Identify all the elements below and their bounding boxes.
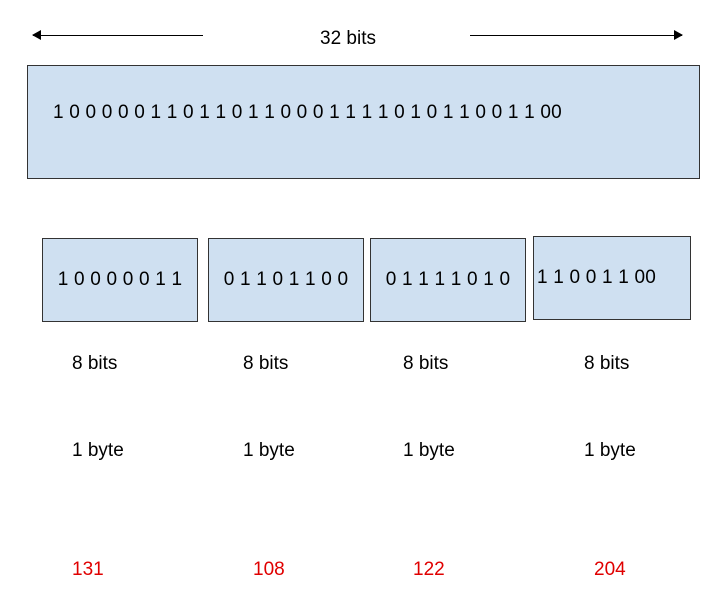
byte-2-decimal-value: 108 <box>253 559 285 580</box>
byte-box-4: 1 1 0 0 1 1 00 <box>533 236 691 320</box>
byte-box-2: 0 1 1 0 1 1 0 0 <box>208 238 364 322</box>
byte-bits-4: 1 1 0 0 1 1 00 <box>537 267 657 288</box>
byte-3-size-label: 1 byte <box>403 440 455 461</box>
word-width-label: 32 bits <box>320 28 376 49</box>
arrow-left-icon <box>32 30 41 40</box>
byte-bits-1: 1 0 0 0 0 0 1 1 <box>57 269 183 290</box>
byte-bits-2: 0 1 1 0 1 1 0 0 <box>223 269 349 290</box>
word-bits: 1 0 0 0 0 0 1 1 0 1 1 0 1 1 0 0 0 1 1 1 … <box>53 102 562 123</box>
byte-3-decimal-value: 122 <box>413 559 445 580</box>
byte-3-bit-count: 8 bits <box>403 353 449 374</box>
byte-bits-3: 0 1 1 1 1 0 1 0 <box>385 269 511 290</box>
byte-box-1: 1 0 0 0 0 0 1 1 <box>42 238 198 322</box>
byte-2-bit-count: 8 bits <box>243 353 289 374</box>
byte-4-decimal-value: 204 <box>594 559 626 580</box>
arrow-right-icon <box>674 30 683 40</box>
byte-2-size-label: 1 byte <box>243 440 295 461</box>
width-arrow-left-line <box>33 35 203 36</box>
byte-1-size-label: 1 byte <box>72 440 124 461</box>
byte-box-3: 0 1 1 1 1 0 1 0 <box>370 238 526 322</box>
word-box: 1 0 0 0 0 0 1 1 0 1 1 0 1 1 0 0 0 1 1 1 … <box>27 65 700 179</box>
width-arrow-right-line <box>470 35 682 36</box>
byte-4-size-label: 1 byte <box>584 440 636 461</box>
byte-4-bit-count: 8 bits <box>584 353 630 374</box>
byte-1-decimal-value: 131 <box>72 559 104 580</box>
byte-1-bit-count: 8 bits <box>72 353 118 374</box>
